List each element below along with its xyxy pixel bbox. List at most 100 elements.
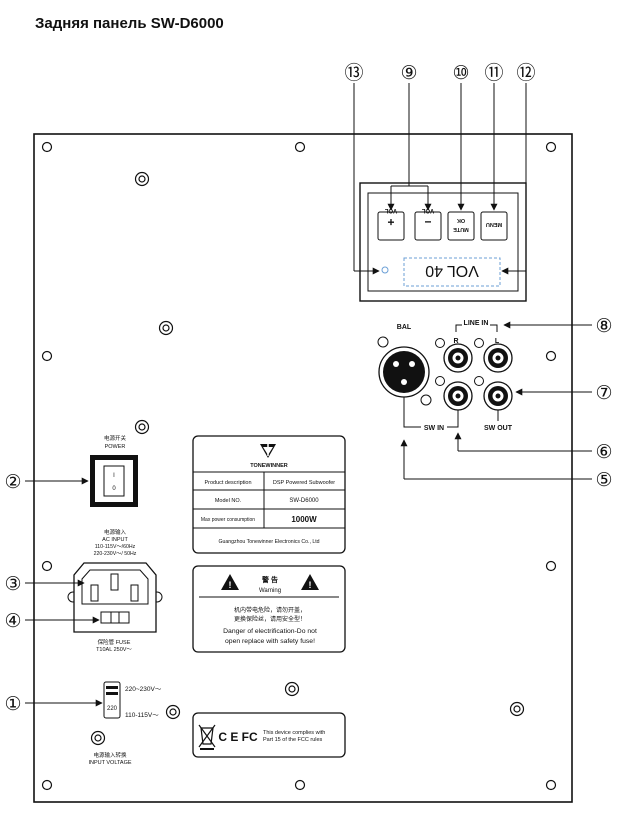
nameplate-row-3-value: 1000W bbox=[291, 515, 317, 524]
nameplate-company: Guangzhou Tonewinner Electronics Co., Lt… bbox=[218, 539, 319, 545]
warning-title-cn: 警 告 bbox=[262, 575, 278, 584]
ce-fc-marks: C E FC bbox=[218, 730, 258, 744]
vol-minus-symbol: − bbox=[424, 215, 431, 229]
voltage-selector-label-en: INPUT VOLTAGE bbox=[88, 760, 131, 766]
vol-plus-symbol: + bbox=[387, 215, 394, 229]
callout-8: ⑧ bbox=[595, 316, 612, 337]
warning-cn-line-1: 机内带电危险，请勿开盖， bbox=[234, 606, 306, 614]
warning-triangle-icon bbox=[221, 574, 239, 590]
voltage-selector-label-cn: 电源输入转换 bbox=[93, 751, 127, 759]
screw-icon bbox=[41, 779, 53, 791]
weee-bin-icon bbox=[198, 724, 216, 750]
callout-13: ⑬ bbox=[344, 62, 363, 84]
warning-title-en: Warning bbox=[259, 588, 281, 594]
fuse-holder[interactable] bbox=[100, 611, 130, 624]
screw-icon bbox=[41, 560, 53, 572]
callout-4: ④ bbox=[4, 611, 21, 632]
callout-12: ⑫ bbox=[516, 62, 535, 84]
right-callout-lines bbox=[400, 321, 592, 480]
warning-en-line-1: Danger of electrification-Do not bbox=[223, 628, 317, 635]
ac-input-label-cn: 电源输入 bbox=[104, 528, 127, 536]
power-switch[interactable]: I 0 bbox=[90, 455, 138, 507]
callout-5: ⑤ bbox=[595, 470, 612, 491]
svg-text:!: ! bbox=[229, 580, 232, 590]
power-switch-label-en: POWER bbox=[105, 444, 126, 450]
callout-11: ⑪ bbox=[484, 62, 503, 84]
screw-icon bbox=[545, 560, 557, 572]
nameplate-row-1-value: DSP Powered Subwoofer bbox=[273, 480, 335, 486]
left-callouts: ② ③ ④ ① bbox=[4, 472, 21, 715]
nameplate-row-3-label: Max power consumption bbox=[201, 517, 255, 523]
mounting-bolts bbox=[90, 171, 525, 746]
voltage-option-high: 220~230V～ bbox=[125, 686, 162, 693]
xlr-input-connector[interactable] bbox=[377, 336, 432, 406]
top-callout-lines bbox=[353, 83, 527, 275]
ok-label: OK bbox=[457, 217, 465, 223]
sw-out-label: SW OUT bbox=[484, 425, 513, 432]
callout-1: ① bbox=[4, 694, 21, 715]
compliance-label: C E FC This device complies with Part 15… bbox=[192, 712, 346, 758]
power-on-mark: I bbox=[113, 473, 115, 479]
rca-sw-in[interactable] bbox=[435, 376, 473, 411]
vol-plus-button[interactable]: + VOL bbox=[377, 207, 405, 241]
ac-input-spec-1: 110-115V～/60Hz bbox=[95, 544, 136, 550]
rca-line-in-left[interactable] bbox=[474, 338, 513, 373]
callout-9: ⑨ bbox=[400, 63, 417, 84]
ir-sensor-icon bbox=[381, 266, 389, 274]
left-callout-lines bbox=[25, 477, 103, 707]
callout-6: ⑥ bbox=[595, 442, 612, 463]
sw-in-label: SW IN bbox=[424, 425, 444, 432]
callout-10: ⑩ bbox=[452, 63, 469, 84]
screw-icon bbox=[545, 141, 557, 153]
voltage-option-low: 110-115V～ bbox=[125, 712, 159, 719]
panel-screws bbox=[41, 141, 557, 791]
screw-icon bbox=[545, 350, 557, 362]
vol-minus-button[interactable]: − VOL bbox=[414, 207, 442, 241]
voltage-selector-value: 220 bbox=[107, 706, 118, 712]
warning-triangle-icon bbox=[301, 574, 319, 590]
power-off-mark: 0 bbox=[112, 486, 116, 492]
voltage-selector-switch[interactable]: 220 bbox=[103, 681, 121, 719]
sw-in-bracket bbox=[403, 397, 459, 428]
warning-label: ! ! 警 告 Warning 机内带电危险，请勿开盖， 更换保险丝，请用安全型… bbox=[192, 565, 346, 653]
warning-cn-line-2: 更换保险丝，请用安全型！ bbox=[234, 615, 306, 623]
page-title: Задняя панель SW-D6000 bbox=[35, 15, 224, 32]
fcc-line-2: Part 15 of the FCC rules bbox=[263, 737, 323, 743]
ac-input-spec-2: 220-230V～/ 50Hz bbox=[94, 551, 137, 557]
display-window bbox=[403, 257, 501, 287]
nameplate-row-2-label: Model NO. bbox=[215, 498, 242, 504]
nameplate-row-1-label: Product description bbox=[204, 480, 251, 486]
line-in-bracket bbox=[455, 324, 498, 332]
screw-icon bbox=[294, 141, 306, 153]
menu-label: MENU bbox=[486, 221, 502, 227]
screw-icon bbox=[545, 779, 557, 791]
nameplate: TONEWINNER Product description DSP Power… bbox=[192, 435, 346, 554]
bal-label: BAL bbox=[397, 324, 412, 331]
line-in-label: LINE IN bbox=[464, 320, 489, 327]
top-callouts: ⑬ ⑨ ⑩ ⑪ ⑫ bbox=[344, 62, 535, 84]
warning-en-line-2: open replace with safety fuse! bbox=[225, 638, 315, 645]
screw-icon bbox=[41, 141, 53, 153]
ac-power-inlet[interactable] bbox=[67, 562, 163, 633]
fcc-line-1: This device complies with bbox=[263, 730, 325, 736]
fuse-rating: T10AL 250V～ bbox=[96, 647, 132, 653]
rca-sw-out[interactable] bbox=[474, 376, 513, 411]
callout-7: ⑦ bbox=[595, 383, 612, 404]
display-text: VOL 40 bbox=[425, 262, 479, 279]
rca-line-in-right[interactable] bbox=[435, 338, 473, 373]
line-in-l-label: L bbox=[495, 338, 500, 345]
fuse-label: 保险管 FUSE bbox=[98, 638, 131, 646]
screw-icon bbox=[41, 350, 53, 362]
ac-input-label-en: AC INPUT bbox=[102, 537, 128, 543]
svg-text:!: ! bbox=[309, 580, 312, 590]
right-callouts: ⑧ ⑦ ⑥ ⑤ bbox=[595, 316, 612, 491]
callout-3: ③ bbox=[4, 574, 21, 595]
line-in-r-label: R bbox=[453, 338, 458, 345]
nameplate-brand: TONEWINNER bbox=[250, 463, 288, 469]
callout-2: ② bbox=[4, 472, 21, 493]
nameplate-row-2-value: SW-D6000 bbox=[289, 498, 319, 504]
power-switch-label-cn: 电源开关 bbox=[104, 434, 127, 442]
menu-button[interactable]: MENU bbox=[480, 211, 508, 241]
mute-ok-button[interactable]: MUTE OK bbox=[447, 211, 475, 241]
